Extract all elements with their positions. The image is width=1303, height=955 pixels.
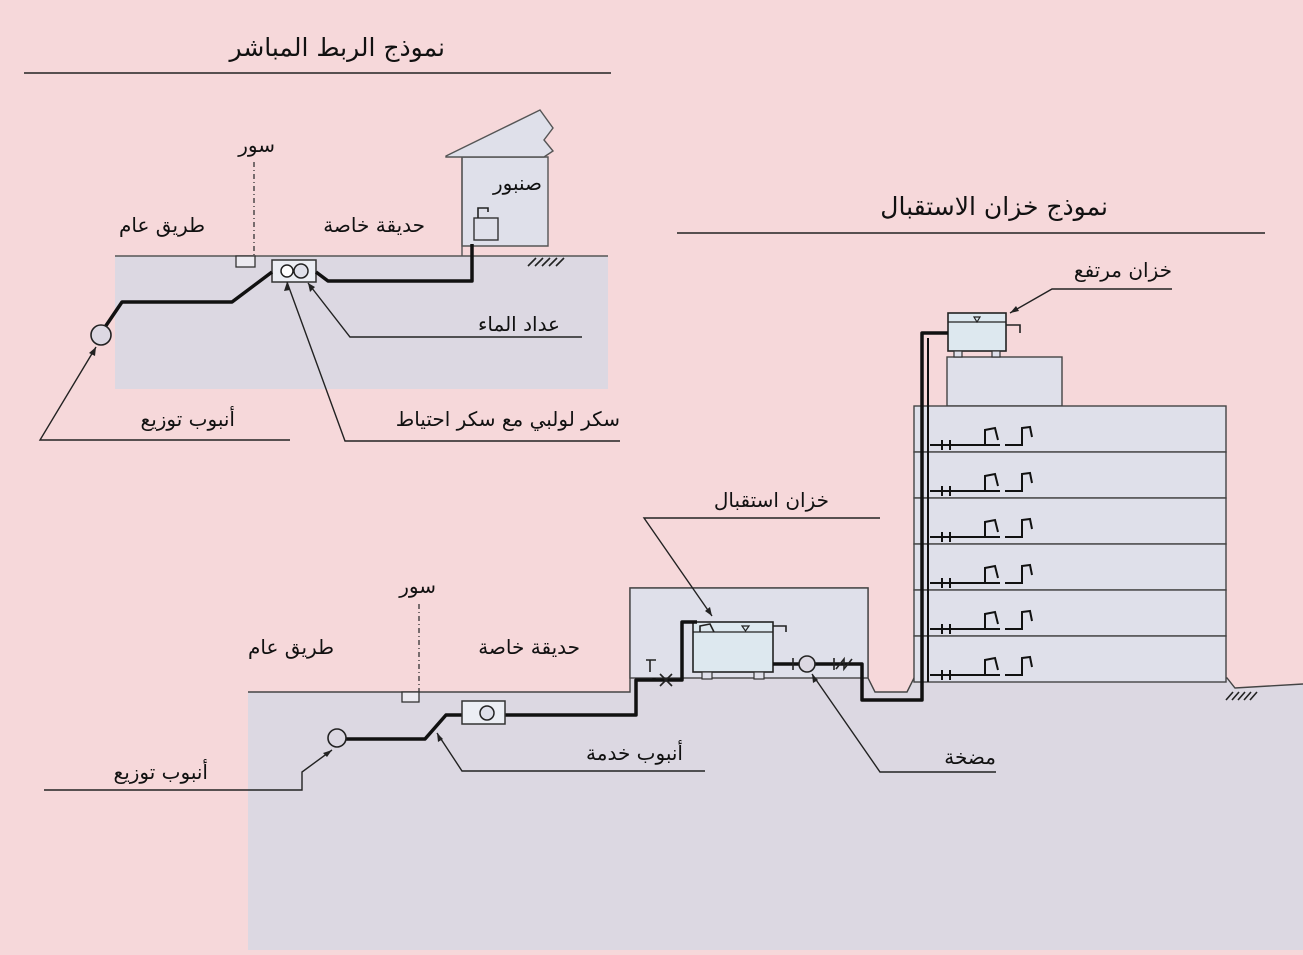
direct-distribution-arrow-icon — [89, 347, 96, 356]
receiving-tank-body — [692, 621, 774, 673]
direct-ground — [115, 256, 608, 389]
faucet-icon — [477, 207, 489, 218]
valve-leader — [286, 281, 620, 442]
direct-distribution-leader — [38, 346, 290, 441]
water-level-icon — [972, 316, 982, 324]
tank-fence-footing — [401, 691, 420, 703]
tank-distribution-arrow-icon — [323, 750, 332, 757]
direct-title: نموذج الربط المباشر — [228, 33, 445, 63]
direct-garden-label: حديقة خاصة — [323, 213, 425, 237]
direct-fence-footing — [235, 255, 256, 268]
tank-distribution-pipe-icon — [327, 728, 347, 748]
pump-leader — [811, 673, 996, 773]
roof-structure — [946, 356, 1063, 407]
meter-icon — [293, 263, 309, 279]
pump-icon — [798, 655, 816, 673]
service-pipe-label: أنبوب خدمة — [586, 740, 683, 765]
elevated-tank-label: خزان مرتفع — [1074, 258, 1172, 282]
receiving-tank-arrow-icon — [705, 607, 712, 616]
faucet-basin — [473, 217, 499, 241]
tank-road-label: طريق عام — [248, 635, 334, 659]
service-pipe-arrow-icon — [437, 733, 443, 742]
direct-road-label: طريق عام — [119, 213, 205, 237]
elevated-tank-arrow-icon — [1010, 306, 1019, 313]
pump-label: مضخة — [944, 745, 996, 769]
floor-fixtures — [930, 425, 1033, 680]
tank-distribution-label: أنبوب توزيع — [114, 759, 208, 784]
float-valve-icon — [699, 623, 715, 633]
ground-hatch-icon — [527, 257, 565, 267]
valve-icon — [280, 264, 294, 278]
water-meter-arrow-icon — [308, 283, 315, 292]
fixture-floor-4 — [930, 517, 1033, 542]
valve-label: سكر لولبي مع سكر احتياط — [396, 407, 620, 432]
receiving-tank-model: نموذج خزان الاستقبال — [44, 192, 1303, 950]
pump-fittings-icon — [792, 656, 853, 672]
tank-title: نموذج خزان الاستقبال — [880, 192, 1108, 222]
direct-distribution-pipe-icon — [90, 324, 112, 346]
valve-arrow-icon — [284, 282, 290, 291]
tank-fence-label: سور — [398, 574, 436, 598]
tank-inlet-pipe — [333, 620, 697, 741]
fixture-floor-3 — [930, 563, 1033, 588]
direct-distribution-label: أنبوب توزيع — [141, 406, 235, 431]
tank-ground-hatch-icon — [1225, 691, 1258, 701]
receiving-tank-leader — [642, 517, 880, 617]
tank-garden-label: حديقة خاصة — [478, 635, 580, 659]
elevated-tank-body — [947, 312, 1007, 352]
fixture-floor-2 — [930, 609, 1033, 634]
elevated-tank — [947, 312, 1021, 358]
direct-fence-label: سور — [237, 133, 275, 157]
house-roof — [445, 109, 555, 158]
gate-valve-icon — [659, 673, 673, 687]
fixture-floor-1 — [930, 655, 1033, 680]
house — [445, 109, 555, 256]
receiving-tank-label: خزان استقبال — [714, 488, 829, 512]
water-meter-leader — [307, 282, 582, 338]
faucet-label: صنبور — [492, 171, 542, 195]
receiving-tank — [692, 621, 787, 680]
building — [913, 356, 1227, 683]
service-pipe-leader — [436, 732, 705, 772]
elevated-tank-leader — [1009, 288, 1172, 314]
tank-distribution-leader — [44, 749, 333, 791]
direct-service-pipe — [99, 244, 474, 334]
pump-arrow-icon — [812, 674, 818, 683]
check-valve-icon — [646, 659, 656, 672]
water-meter-label: عداد الماء — [478, 312, 560, 336]
direct-connection-model: نموذج الربط المباشر صنبور سور طريق عام ح… — [24, 33, 620, 442]
tank-meter-icon — [479, 705, 495, 721]
fixture-floor-6 — [930, 425, 1033, 450]
receiving-water-level-icon — [740, 625, 751, 633]
fixture-floor-5 — [930, 471, 1033, 496]
